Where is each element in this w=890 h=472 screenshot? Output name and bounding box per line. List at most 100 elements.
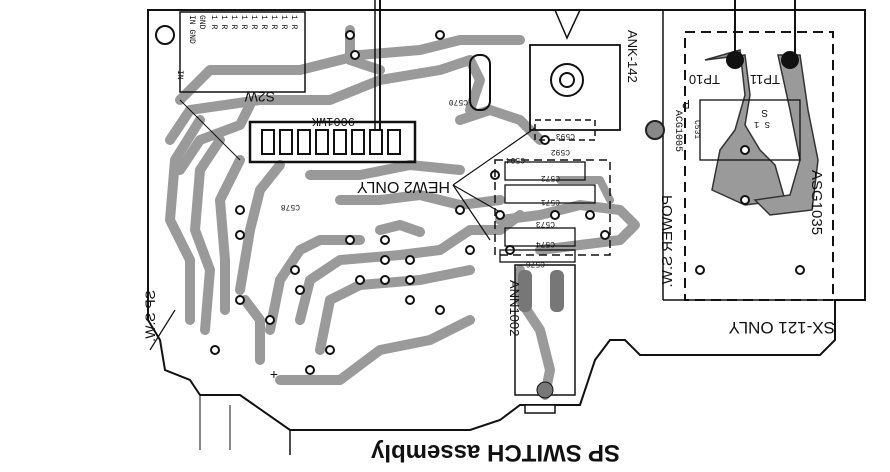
ic-pin <box>351 129 365 155</box>
power-sw-label: POWER S.W. <box>659 195 676 288</box>
pad <box>465 245 475 255</box>
pad <box>435 305 445 315</box>
ic-pin <box>261 129 275 155</box>
ref-c572: C572 <box>541 173 560 182</box>
in-label: IN <box>175 70 184 80</box>
pad <box>235 295 245 305</box>
ann1002-pin <box>518 270 532 312</box>
header-pin-label: 1 R <box>249 15 258 30</box>
trace-21 <box>375 220 425 237</box>
header-pin-label: 1 R <box>209 15 218 30</box>
ref-c576: C576 <box>526 259 545 268</box>
header-pin-label: 1 R <box>239 15 248 30</box>
ref-c573: C573 <box>536 219 555 228</box>
mounting-hole <box>645 120 665 140</box>
header-pin-label: 1 R <box>269 15 278 30</box>
trace-14 <box>305 160 465 180</box>
header-pin-label: 1 R <box>219 15 228 30</box>
trace-7 <box>235 160 285 295</box>
header-pin-label: 1 R <box>259 15 268 30</box>
pad <box>295 285 305 295</box>
ic-pin <box>315 129 329 155</box>
ank142-body <box>529 44 621 131</box>
ref-c531: C531 <box>692 120 701 139</box>
board-outline <box>147 9 866 431</box>
component-c576 <box>499 249 576 263</box>
ref-plus: + <box>270 367 278 383</box>
pad <box>380 255 390 265</box>
trace-2 <box>165 65 445 145</box>
header-pin-labels: 1 R 1 R 1 R 1 R 1 R 1 R 1 R 1 R 1 R <box>209 15 298 30</box>
trace-6 <box>215 155 245 315</box>
ank142-core <box>550 63 584 97</box>
tp10-label: TP10 <box>689 72 720 87</box>
trace-12 <box>240 295 265 365</box>
trace-4 <box>165 115 205 325</box>
in-gnd-top-label: IN GND <box>187 15 196 44</box>
trace-8 <box>265 235 365 335</box>
trace-20 <box>435 55 485 115</box>
pad <box>355 275 365 285</box>
ref-c570: C570 <box>449 97 468 106</box>
ank142-arrow <box>553 9 582 40</box>
pad <box>600 230 610 240</box>
component-c593 <box>534 119 596 141</box>
pad <box>380 275 390 285</box>
sp-sw-lead <box>149 309 176 351</box>
sp-sw-label: SP S.W. <box>142 290 158 342</box>
ic-pin <box>387 129 401 155</box>
pad <box>405 295 415 305</box>
pad <box>235 230 245 240</box>
pad <box>695 265 705 275</box>
pad <box>495 210 505 220</box>
component-c572 <box>504 161 586 181</box>
s2w-label: S2W <box>244 89 275 105</box>
pad <box>740 195 750 205</box>
s1-switch-outline <box>699 99 801 161</box>
pad <box>740 145 750 155</box>
hew2-only-label: HEW2 ONLY <box>357 178 450 195</box>
pad <box>455 205 465 215</box>
solder-pads <box>210 30 805 375</box>
ann1002-label: ANN1002 <box>507 280 522 336</box>
ref-c571: C571 <box>541 197 560 206</box>
pad <box>345 235 355 245</box>
s-label: S <box>761 107 768 118</box>
ic-9001wk-body <box>248 120 417 164</box>
trace-22 <box>556 176 614 204</box>
ref-c593: C593 <box>556 131 575 140</box>
ank142-core-inner <box>559 72 575 88</box>
leader-line <box>452 184 491 241</box>
connector-header-box <box>179 11 306 93</box>
ank142-label: ANK-142 <box>625 30 640 83</box>
leader-line <box>452 127 536 186</box>
ic-pin <box>279 129 293 155</box>
pad <box>405 255 415 265</box>
gnd-label: GND <box>197 15 206 30</box>
pad <box>345 30 355 40</box>
ic-pin <box>369 129 383 155</box>
ann1002-pin <box>550 270 564 312</box>
c570-body <box>469 54 491 111</box>
ic-pin <box>333 129 347 155</box>
pad <box>585 210 595 220</box>
hew2-dashed-region <box>494 159 611 256</box>
trace-11 <box>275 315 475 385</box>
caption-text: SP SWITCH assembly <box>370 439 620 466</box>
trace-18 <box>495 200 640 255</box>
pad <box>210 345 220 355</box>
asg1035-label: ASG1035 <box>808 170 825 235</box>
pad <box>305 365 315 375</box>
test-point-tp10-pad <box>726 51 744 69</box>
ann1002-tab <box>524 404 556 414</box>
power-pad-right <box>753 54 819 216</box>
ref-c594: C594 <box>506 155 525 164</box>
connector-hole <box>155 25 175 45</box>
test-point-tp11-pad <box>781 51 799 69</box>
ref-c592: C592 <box>551 147 570 156</box>
trace-9 <box>295 245 445 325</box>
p-label: P <box>682 97 690 111</box>
tp11-label: TP11 <box>750 72 780 87</box>
